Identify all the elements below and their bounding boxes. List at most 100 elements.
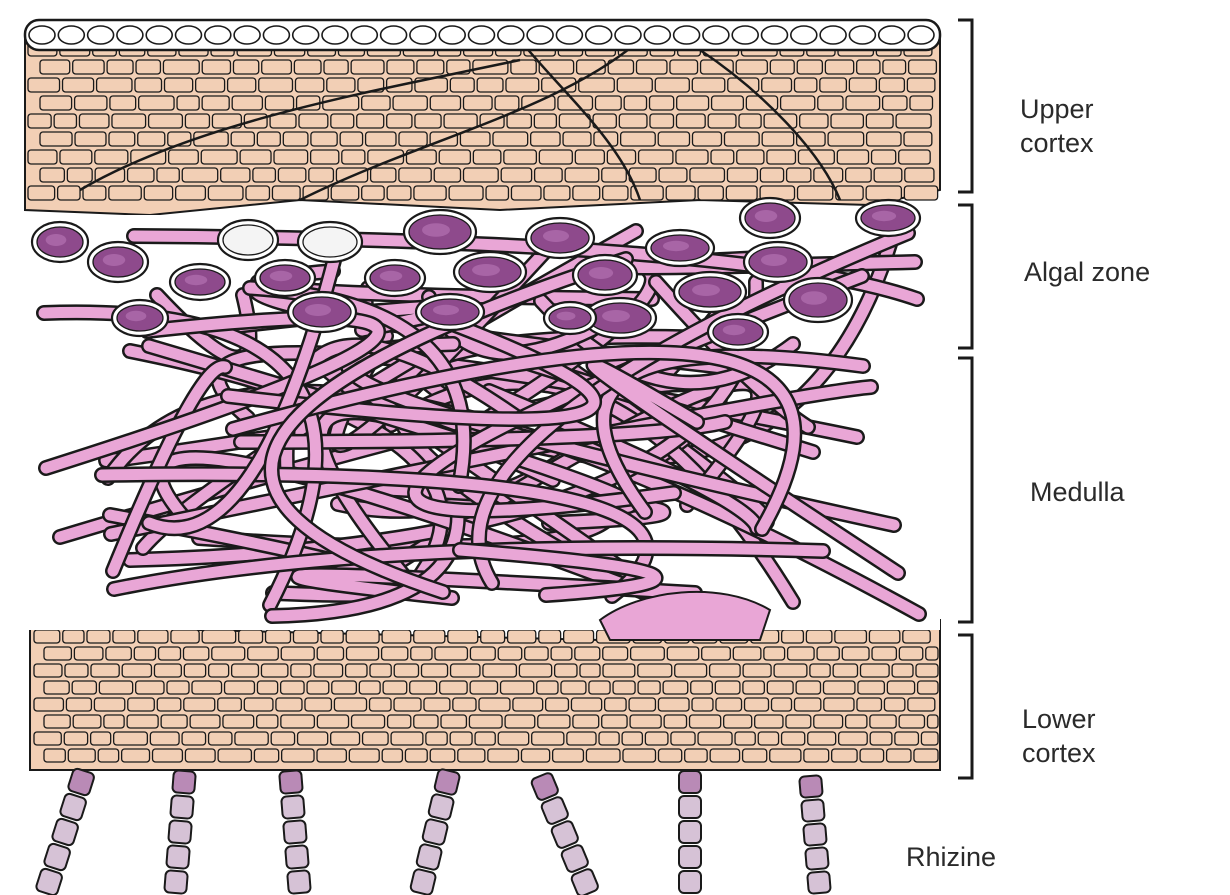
cortex-cell: [666, 186, 695, 200]
rhizine-cell: [679, 796, 701, 818]
cortex-cell: [449, 186, 483, 200]
cortex-cell: [281, 681, 304, 694]
cortex-cell: [464, 96, 493, 110]
cortex-cell: [658, 749, 681, 762]
cortex-cell: [430, 749, 455, 762]
cortex-cell: [342, 150, 365, 164]
cortex-cell: [702, 647, 731, 660]
cortex-cell: [153, 749, 183, 762]
epidermis-cell: [234, 26, 260, 44]
epidermis-cell: [381, 26, 407, 44]
rhizine-segment: [679, 821, 701, 843]
cortex-cell: [808, 732, 836, 745]
rhizine-cell: [410, 868, 437, 895]
cortex-cell: [244, 698, 273, 711]
rhizine-segment: [679, 771, 701, 793]
cortex-cell: [544, 186, 570, 200]
cortex-cell: [690, 168, 725, 182]
cortex-cell: [97, 78, 132, 92]
cortex-cell: [410, 681, 437, 694]
cortex-cell: [495, 96, 519, 110]
cortex-cell: [157, 168, 179, 182]
cortex-cell: [177, 96, 199, 110]
cortex-cell: [564, 630, 594, 643]
cortex-cell: [916, 664, 938, 677]
epidermis-cell: [820, 26, 846, 44]
cortex-cell: [786, 715, 811, 728]
algal-cell-core: [872, 211, 896, 221]
cortex-cell: [860, 664, 889, 677]
cortex-cell: [83, 186, 106, 200]
cortex-cell: [739, 114, 761, 128]
cortex-cell: [293, 630, 317, 643]
cortex-cell: [28, 186, 55, 200]
algal-cell-core: [422, 223, 450, 237]
cortex-cell: [658, 132, 689, 146]
cortex-cell: [535, 168, 563, 182]
cortex-cell: [639, 150, 673, 164]
cortex-cell: [531, 132, 560, 146]
cortex-cell: [91, 664, 119, 677]
epidermis-cell: [58, 26, 84, 44]
rhizine-cell: [416, 843, 443, 870]
cortex-cell: [324, 60, 348, 74]
cortex-cell: [796, 681, 820, 694]
cortex-cell: [874, 168, 902, 182]
cortex-cell: [202, 96, 229, 110]
cortex-cell: [44, 715, 70, 728]
cortex-cell: [294, 60, 321, 74]
algal-cell-core: [270, 271, 293, 281]
cortex-cell: [602, 715, 627, 728]
cortex-cell: [184, 664, 205, 677]
rhizine-cell: [422, 818, 449, 845]
rhizine-segment: [281, 795, 305, 819]
cortex-cell: [450, 78, 474, 92]
cortex-cell: [388, 715, 411, 728]
cortex-cell: [114, 732, 148, 745]
cortex-cell: [311, 150, 339, 164]
epidermis-cell: [88, 26, 114, 44]
cortex-cell: [135, 78, 162, 92]
algal-cell-core: [433, 305, 459, 315]
cortex-cell: [415, 114, 441, 128]
cortex-cell: [685, 749, 707, 762]
cortex-cell: [75, 96, 107, 110]
epidermis-cell: [263, 26, 289, 44]
rhizine-cell: [801, 799, 825, 822]
cortex-cell: [34, 698, 63, 711]
label-lower-cortex: Lower cortex: [1022, 702, 1096, 770]
rhizine-cell: [803, 823, 827, 846]
cortex-cell: [832, 749, 857, 762]
cortex-cell: [259, 78, 293, 92]
epidermis-cell: [527, 26, 553, 44]
rhizine-cell: [287, 870, 311, 894]
cortex-cell: [239, 630, 263, 643]
cortex-cell: [405, 749, 427, 762]
cortex-cell: [846, 715, 867, 728]
cortex-cell: [65, 664, 88, 677]
cortex-cell: [201, 150, 237, 164]
cortex-cell: [233, 60, 258, 74]
epidermis-cell: [791, 26, 817, 44]
epidermis-cell-row: [25, 20, 940, 50]
cortex-cell: [866, 186, 901, 200]
cortex-cell: [676, 114, 705, 128]
cortex-cell: [349, 749, 379, 762]
cortex-cell: [833, 664, 857, 677]
cortex-cell: [475, 732, 495, 745]
cortex-cell: [575, 647, 600, 660]
cortex-cell: [257, 715, 278, 728]
cortex-cell: [231, 132, 254, 146]
cortex-cell: [762, 132, 793, 146]
cortex-cell: [460, 132, 490, 146]
cortex-cell: [638, 664, 672, 677]
cortex-cell: [498, 732, 528, 745]
epidermis-cell: [732, 26, 758, 44]
rhizine-segment: [807, 871, 831, 894]
cortex-cell: [291, 664, 311, 677]
rhizine-segment: [434, 768, 461, 795]
cortex-cell: [692, 78, 724, 92]
cortex-cell: [171, 630, 199, 643]
cortex-cell: [458, 749, 485, 762]
algal-cell-core: [543, 230, 569, 242]
